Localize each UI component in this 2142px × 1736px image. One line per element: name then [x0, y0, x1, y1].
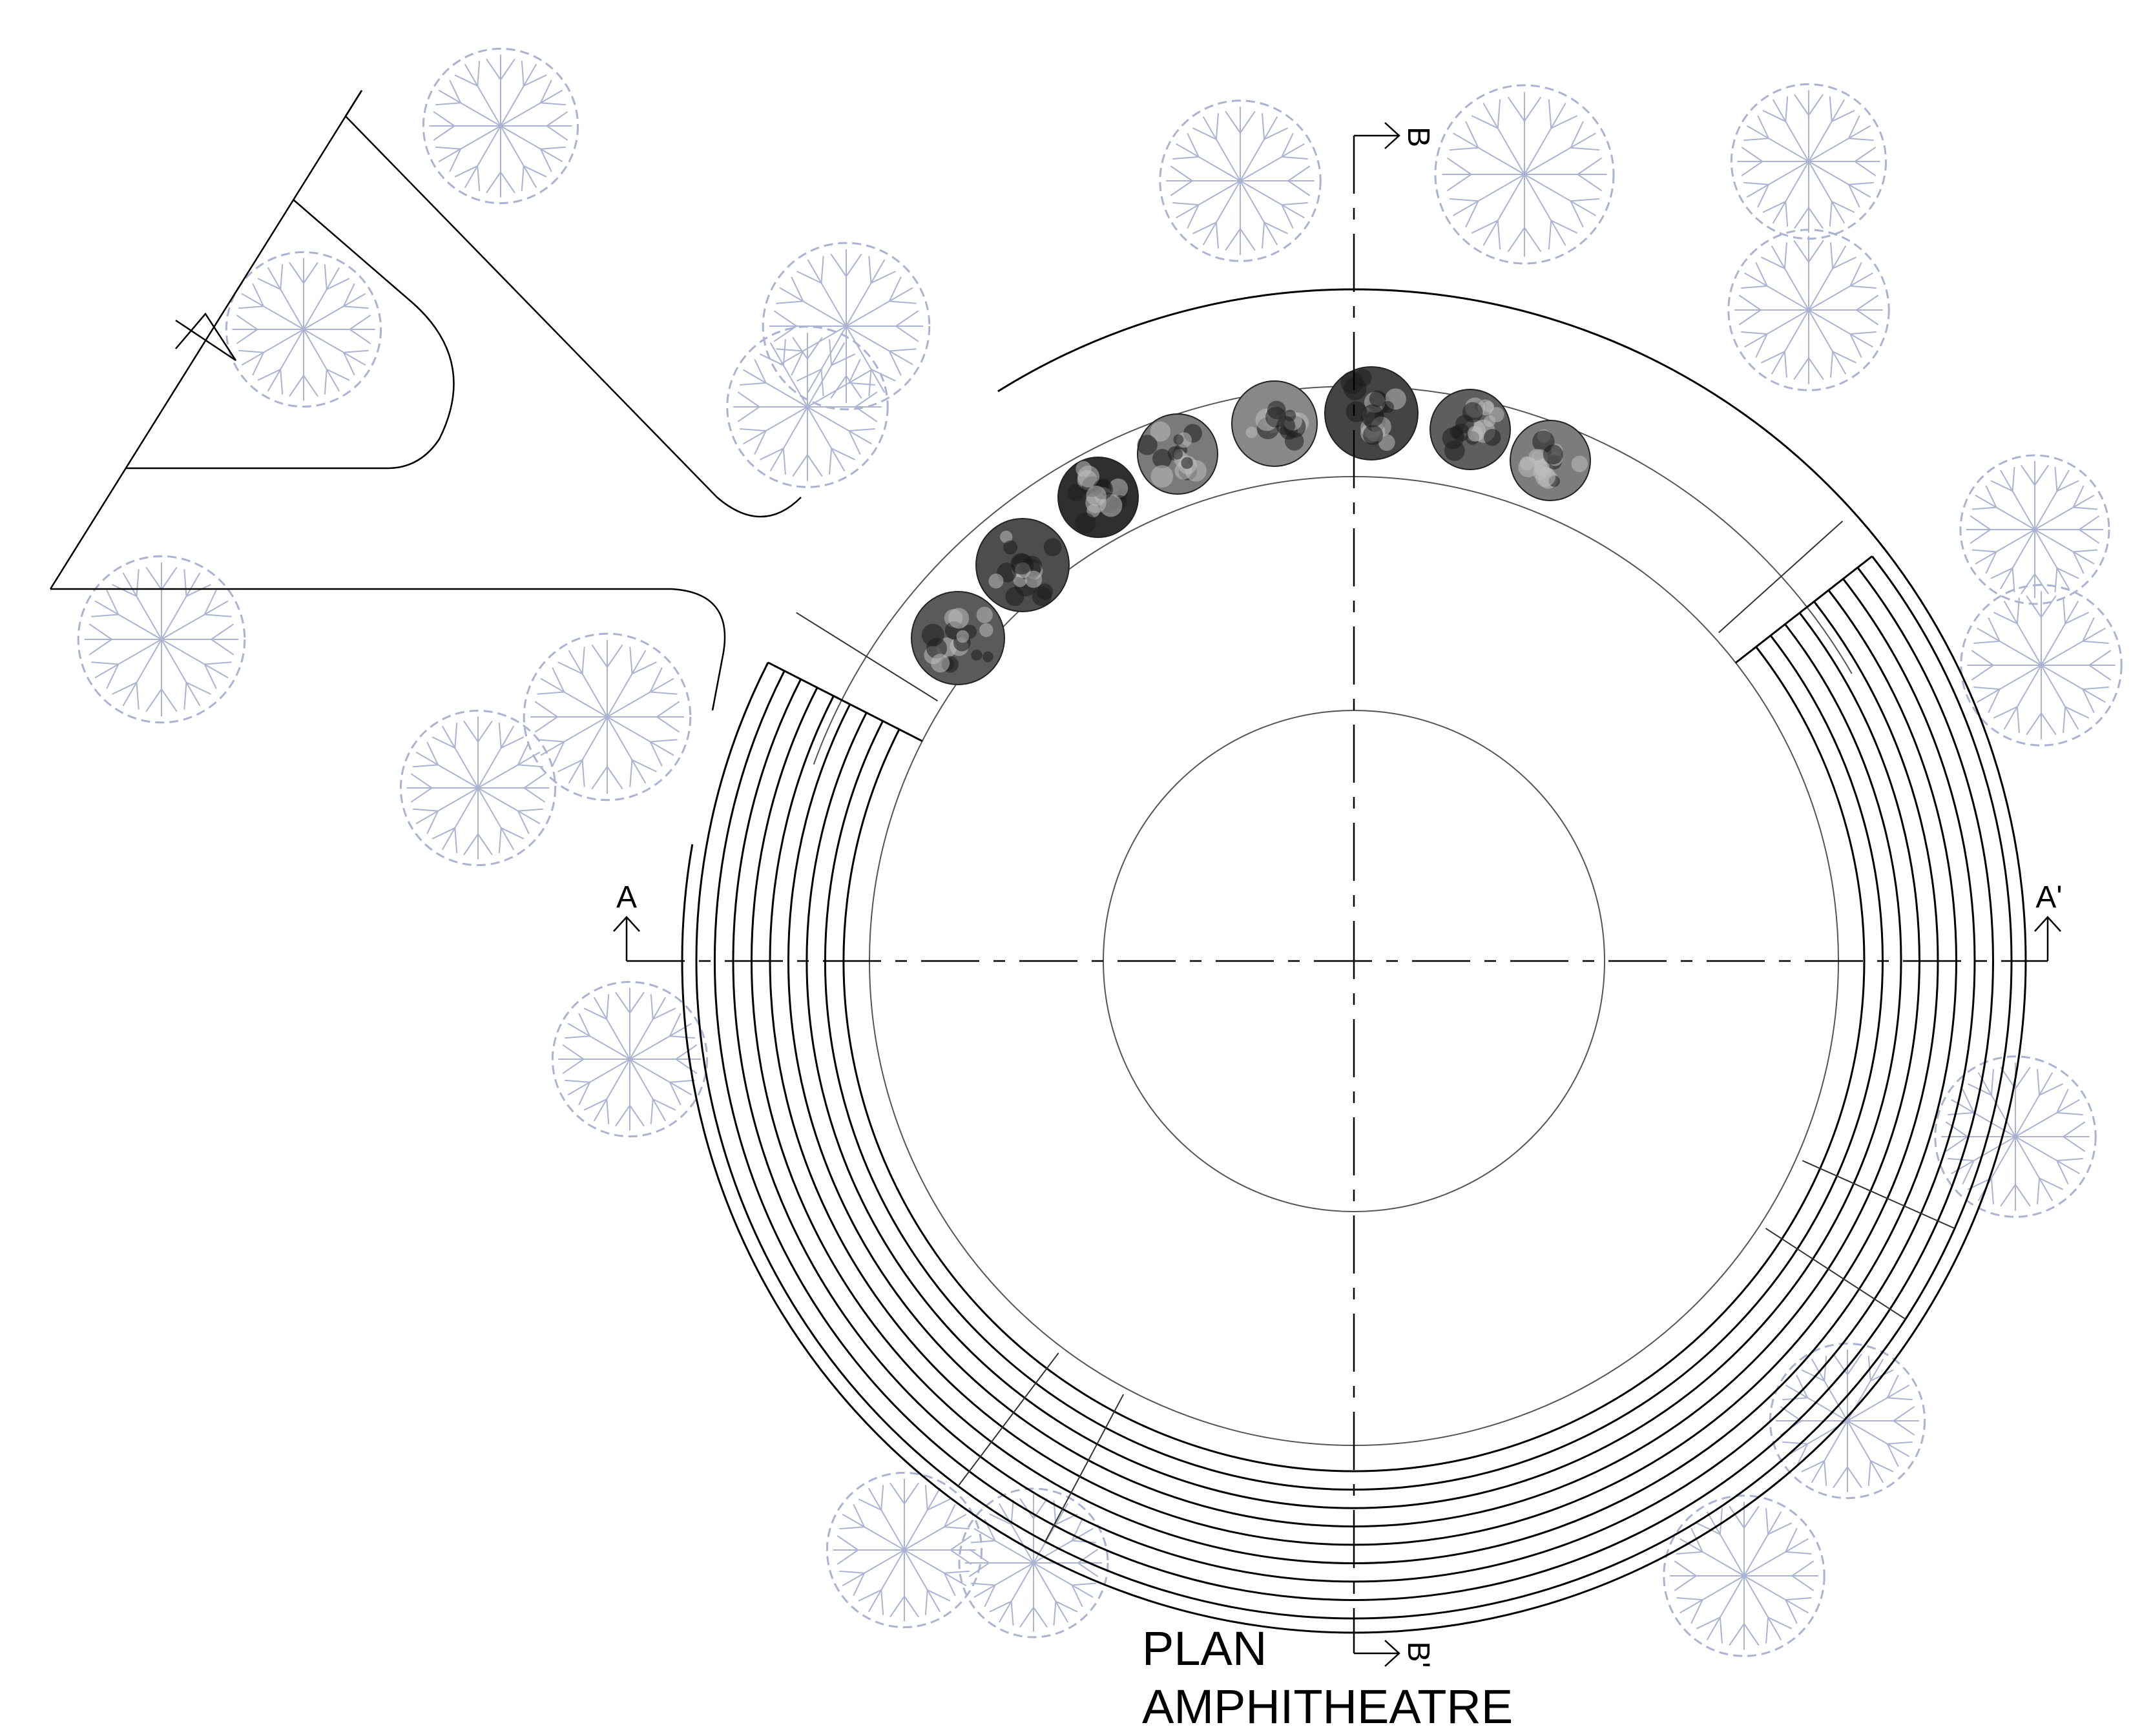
shrub-plan-icon — [1510, 420, 1590, 501]
section-label-a-prime: A' — [2035, 880, 2062, 914]
shrub-plan-icon — [1232, 381, 1317, 466]
section-line-a — [614, 917, 2061, 961]
tree-plan-icon — [226, 252, 380, 406]
shrubs-group — [911, 367, 1590, 685]
shrub-plan-icon — [1430, 389, 1510, 470]
trees-group — [78, 48, 2121, 1656]
tree-plan-icon — [423, 48, 577, 203]
shrub-plan-icon — [976, 519, 1069, 612]
drawing-title-line2: AMPHITHEATRE — [1142, 1678, 1513, 1736]
tree-plan-icon — [1160, 101, 1320, 261]
tier-end-line — [1736, 556, 1872, 663]
tier-end-line — [768, 663, 922, 741]
shrub-plan-icon — [1137, 414, 1218, 494]
drawing-title-line1: PLAN — [1142, 1620, 1513, 1678]
section-label-a: A — [616, 880, 637, 914]
tree-plan-icon — [1664, 1496, 1824, 1656]
tree-plan-icon — [1729, 230, 1889, 390]
tree-plan-icon — [827, 1472, 981, 1627]
tree-plan-icon — [1961, 585, 2121, 745]
section-label-b: B — [1401, 127, 1435, 147]
section-line-b — [1354, 123, 1399, 1666]
tree-plan-icon — [1960, 455, 2109, 604]
drawing-title: PLAN AMPHITHEATRE — [1142, 1620, 1513, 1736]
planter-ring — [814, 386, 1852, 765]
tree-plan-icon — [524, 634, 691, 800]
tree-plan-icon — [1435, 85, 1614, 264]
tree-plan-icon — [78, 556, 245, 723]
shrub-plan-icon — [911, 592, 1004, 685]
aisle-line — [1765, 1228, 1905, 1319]
tree-plan-icon — [727, 327, 888, 487]
tree-plan-icon — [959, 1489, 1108, 1637]
shrub-plan-icon — [1058, 457, 1138, 537]
aisle-line — [958, 1353, 1058, 1486]
tree-plan-icon — [400, 710, 555, 865]
entrance-pathway — [50, 90, 801, 710]
tree-plan-icon — [1731, 84, 1886, 238]
shrub-plan-icon — [1325, 367, 1418, 460]
